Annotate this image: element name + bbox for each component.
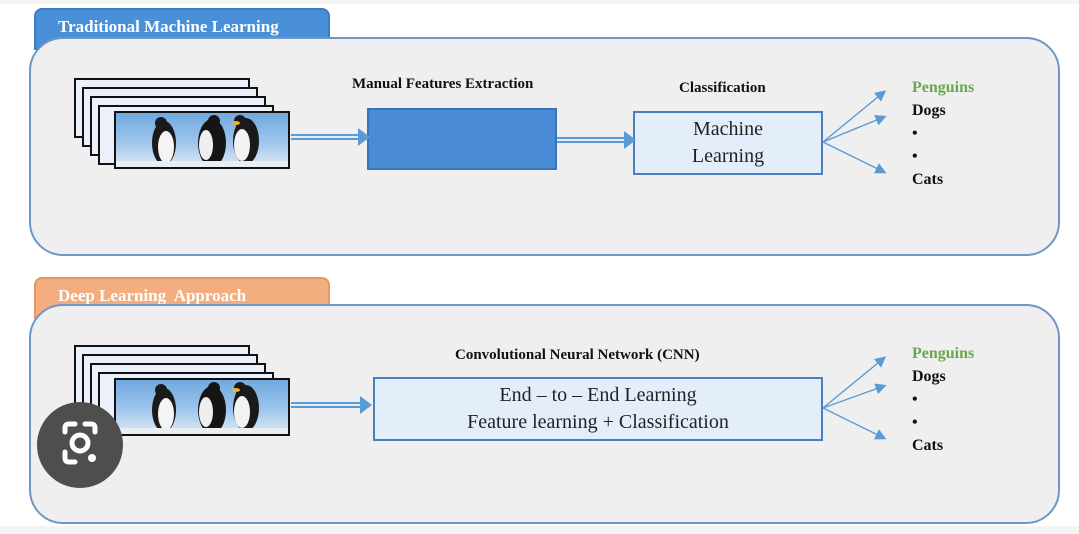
penguin-photo	[114, 378, 290, 436]
top-strip	[0, 0, 1079, 4]
feature-extraction-box	[367, 108, 557, 170]
machine-learning-box: Machine Learning	[633, 111, 823, 175]
deep-learning-title: Deep Learning Approach	[58, 286, 247, 305]
fan-arrows-deep	[822, 356, 887, 440]
output-ellipsis-2: •	[912, 148, 918, 165]
google-lens-icon	[62, 421, 98, 465]
fan-arrows-traditional	[822, 90, 887, 174]
bottom-strip	[0, 526, 1079, 534]
end-to-end-box: End – to – End Learning Feature learning…	[373, 377, 823, 441]
cnn-label: Convolutional Neural Network (CNN)	[455, 347, 700, 363]
traditional-ml-title: Traditional Machine Learning	[58, 17, 279, 36]
output-penguins: Penguins	[912, 345, 975, 362]
classification-label: Classification	[679, 80, 766, 96]
arrow-features-to-classifier	[557, 131, 636, 149]
output-ellipsis-2: •	[912, 414, 918, 431]
cnn-box-line1: End – to – End Learning	[499, 384, 697, 406]
output-ellipsis-1: •	[912, 125, 918, 142]
penguin-photo	[114, 111, 290, 169]
output-ellipsis-1: •	[912, 391, 918, 408]
penguin-image-stack	[74, 78, 294, 208]
lens-button[interactable]	[37, 402, 123, 488]
penguin-image-stack	[74, 345, 294, 475]
penguins-illustration	[116, 382, 288, 434]
output-cats: Cats	[912, 437, 944, 454]
ml-box-line2: Learning	[691, 145, 765, 167]
cnn-box-line2: Feature learning + Classification	[467, 411, 729, 433]
ml-box-line1: Machine	[693, 118, 763, 140]
arrow-images-to-cnn	[291, 396, 372, 414]
traditional-outputs: Penguins Dogs • • Cats	[912, 76, 974, 191]
output-cats: Cats	[912, 171, 944, 188]
output-dogs: Dogs	[912, 368, 946, 385]
penguins-illustration	[116, 115, 288, 167]
output-dogs: Dogs	[912, 102, 946, 119]
output-penguins: Penguins	[912, 79, 975, 96]
arrow-images-to-features	[291, 128, 370, 146]
deep-outputs: Penguins Dogs • • Cats	[912, 342, 974, 457]
manual-features-label: Manual Features Extraction	[352, 76, 534, 92]
